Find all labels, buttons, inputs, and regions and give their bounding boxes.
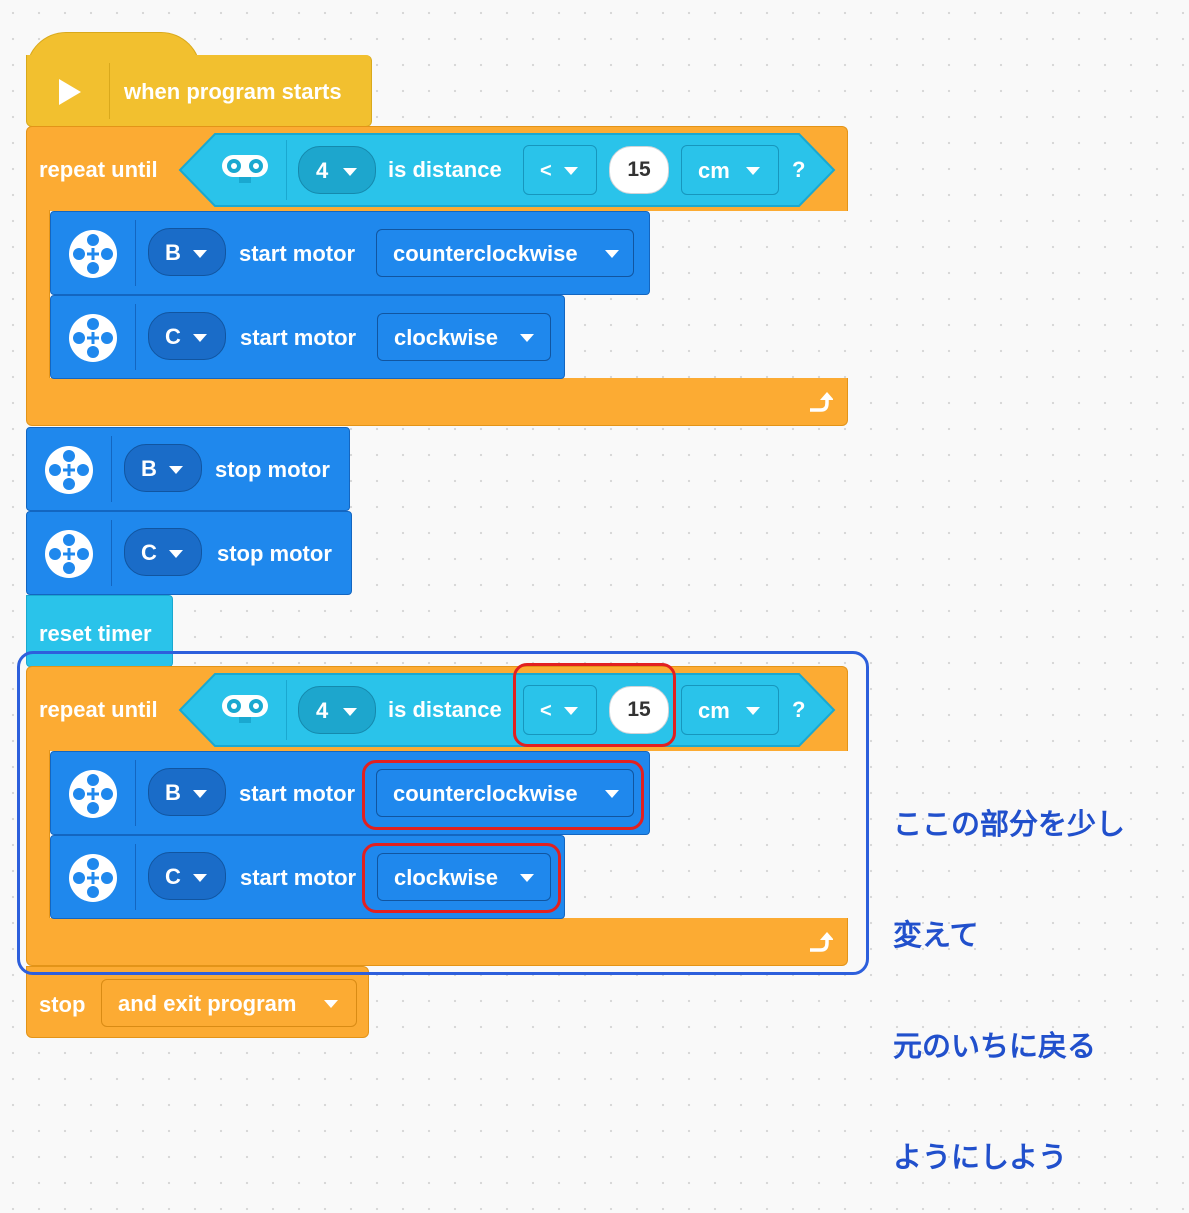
reset-timer-label: reset timer [39, 621, 152, 646]
port-dropdown[interactable]: C [148, 852, 226, 900]
port-dropdown[interactable]: C [124, 528, 202, 576]
annotation-line: 変えて [893, 918, 979, 952]
is-distance-label: is distance [388, 157, 502, 182]
dropdown-arrow-icon [193, 334, 207, 342]
stop-label: stop [39, 992, 86, 1017]
distance-sensor-icon [222, 155, 268, 183]
motor-icon [69, 314, 117, 362]
when-program-starts-block[interactable]: when program starts [26, 55, 372, 127]
comparator-dropdown[interactable]: < [523, 685, 597, 735]
start-motor-label: start motor [239, 781, 356, 806]
dropdown-arrow-icon [193, 790, 207, 798]
stop-motor-c-block[interactable]: C stop motor [26, 511, 352, 595]
repeat-until-footer-1 [26, 378, 848, 426]
start-motor-b-block[interactable]: B start motor counterclockwise [50, 211, 650, 295]
divider [286, 140, 287, 200]
port-dropdown[interactable]: B [148, 228, 226, 276]
direction-dropdown[interactable]: clockwise [377, 313, 551, 361]
loop-arrow-icon [810, 392, 833, 412]
highlight-box-comparator [513, 663, 676, 747]
dropdown-arrow-icon [169, 466, 183, 474]
port-dropdown[interactable]: C [148, 312, 226, 360]
dropdown-arrow-icon [343, 708, 357, 716]
start-motor-label: start motor [240, 865, 357, 890]
reset-timer-block[interactable]: reset timer [26, 595, 173, 667]
divider [135, 304, 136, 370]
divider [135, 844, 136, 910]
is-distance-label: is distance [388, 697, 502, 722]
question-mark: ? [792, 697, 806, 722]
dropdown-arrow-icon [564, 167, 578, 175]
repeat-until-label: repeat until [39, 697, 158, 722]
annotation-line: ようにしよう [893, 1140, 1068, 1174]
divider [111, 520, 112, 586]
distance-value-input[interactable]: 15 [609, 686, 669, 734]
highlight-box-loop [17, 651, 869, 975]
repeat-until-arm-2 [26, 750, 50, 920]
loop-arrow-icon [810, 932, 833, 952]
dropdown-arrow-icon [605, 790, 619, 798]
start-motor-label: start motor [239, 241, 356, 266]
motor-icon [69, 854, 117, 902]
motor-icon [69, 230, 117, 278]
dropdown-arrow-icon [193, 250, 207, 258]
annotation-line: ここの部分を少し [893, 807, 1126, 841]
dropdown-arrow-icon [746, 707, 760, 715]
start-motor-c-block[interactable]: C start motor clockwise [50, 295, 565, 379]
block-label: when program starts [124, 79, 342, 104]
port-dropdown[interactable]: 4 [298, 146, 376, 194]
stop-motor-label: stop motor [215, 457, 330, 482]
stop-motor-b-block[interactable]: B stop motor [26, 427, 350, 511]
annotation-line: 元のいちに戻る [893, 1029, 1097, 1063]
stop-motor-label: stop motor [217, 541, 332, 566]
highlight-box-direction-c [362, 843, 561, 913]
divider [286, 680, 287, 740]
start-motor-label: start motor [240, 325, 357, 350]
start-motor-c-block[interactable]: C start motor clockwise [50, 835, 565, 919]
dropdown-arrow-icon [169, 550, 183, 558]
divider [111, 436, 112, 502]
motor-icon [45, 530, 93, 578]
motor-icon [45, 446, 93, 494]
dropdown-arrow-icon [564, 707, 578, 715]
divider [135, 760, 136, 826]
repeat-until-arm-1 [26, 210, 50, 380]
repeat-until-footer-2 [26, 918, 848, 966]
dropdown-arrow-icon [605, 250, 619, 258]
question-mark: ? [792, 157, 806, 182]
port-dropdown[interactable]: 4 [298, 686, 376, 734]
distance-sensor-icon [222, 695, 268, 723]
play-icon [59, 79, 81, 105]
dropdown-arrow-icon [343, 168, 357, 176]
dropdown-arrow-icon [193, 874, 207, 882]
dropdown-arrow-icon [520, 874, 534, 882]
dropdown-arrow-icon [520, 334, 534, 342]
port-dropdown[interactable]: B [124, 444, 202, 492]
distance-value-input[interactable]: 15 [609, 146, 669, 194]
highlight-box-direction-b [362, 760, 644, 830]
direction-dropdown[interactable]: clockwise [377, 853, 551, 901]
repeat-until-label: repeat until [39, 157, 158, 182]
unit-dropdown[interactable]: cm [681, 145, 779, 195]
dropdown-arrow-icon [746, 167, 760, 175]
dropdown-arrow-icon [324, 1000, 338, 1008]
unit-dropdown[interactable]: cm [681, 685, 779, 735]
annotation-text: ここの部分を少し 変えて 元のいちに戻る ようにしよう [893, 732, 1125, 1213]
port-dropdown[interactable]: B [148, 768, 226, 816]
divider [135, 220, 136, 286]
comparator-dropdown[interactable]: < [523, 145, 597, 195]
stop-option-dropdown[interactable]: and exit program [101, 979, 357, 1027]
divider [109, 63, 110, 119]
direction-dropdown[interactable]: counterclockwise [376, 229, 634, 277]
motor-icon [69, 770, 117, 818]
stop-block[interactable]: stop and exit program [26, 966, 369, 1038]
direction-dropdown[interactable]: counterclockwise [376, 769, 634, 817]
start-motor-b-block[interactable]: B start motor counterclockwise [50, 751, 650, 835]
